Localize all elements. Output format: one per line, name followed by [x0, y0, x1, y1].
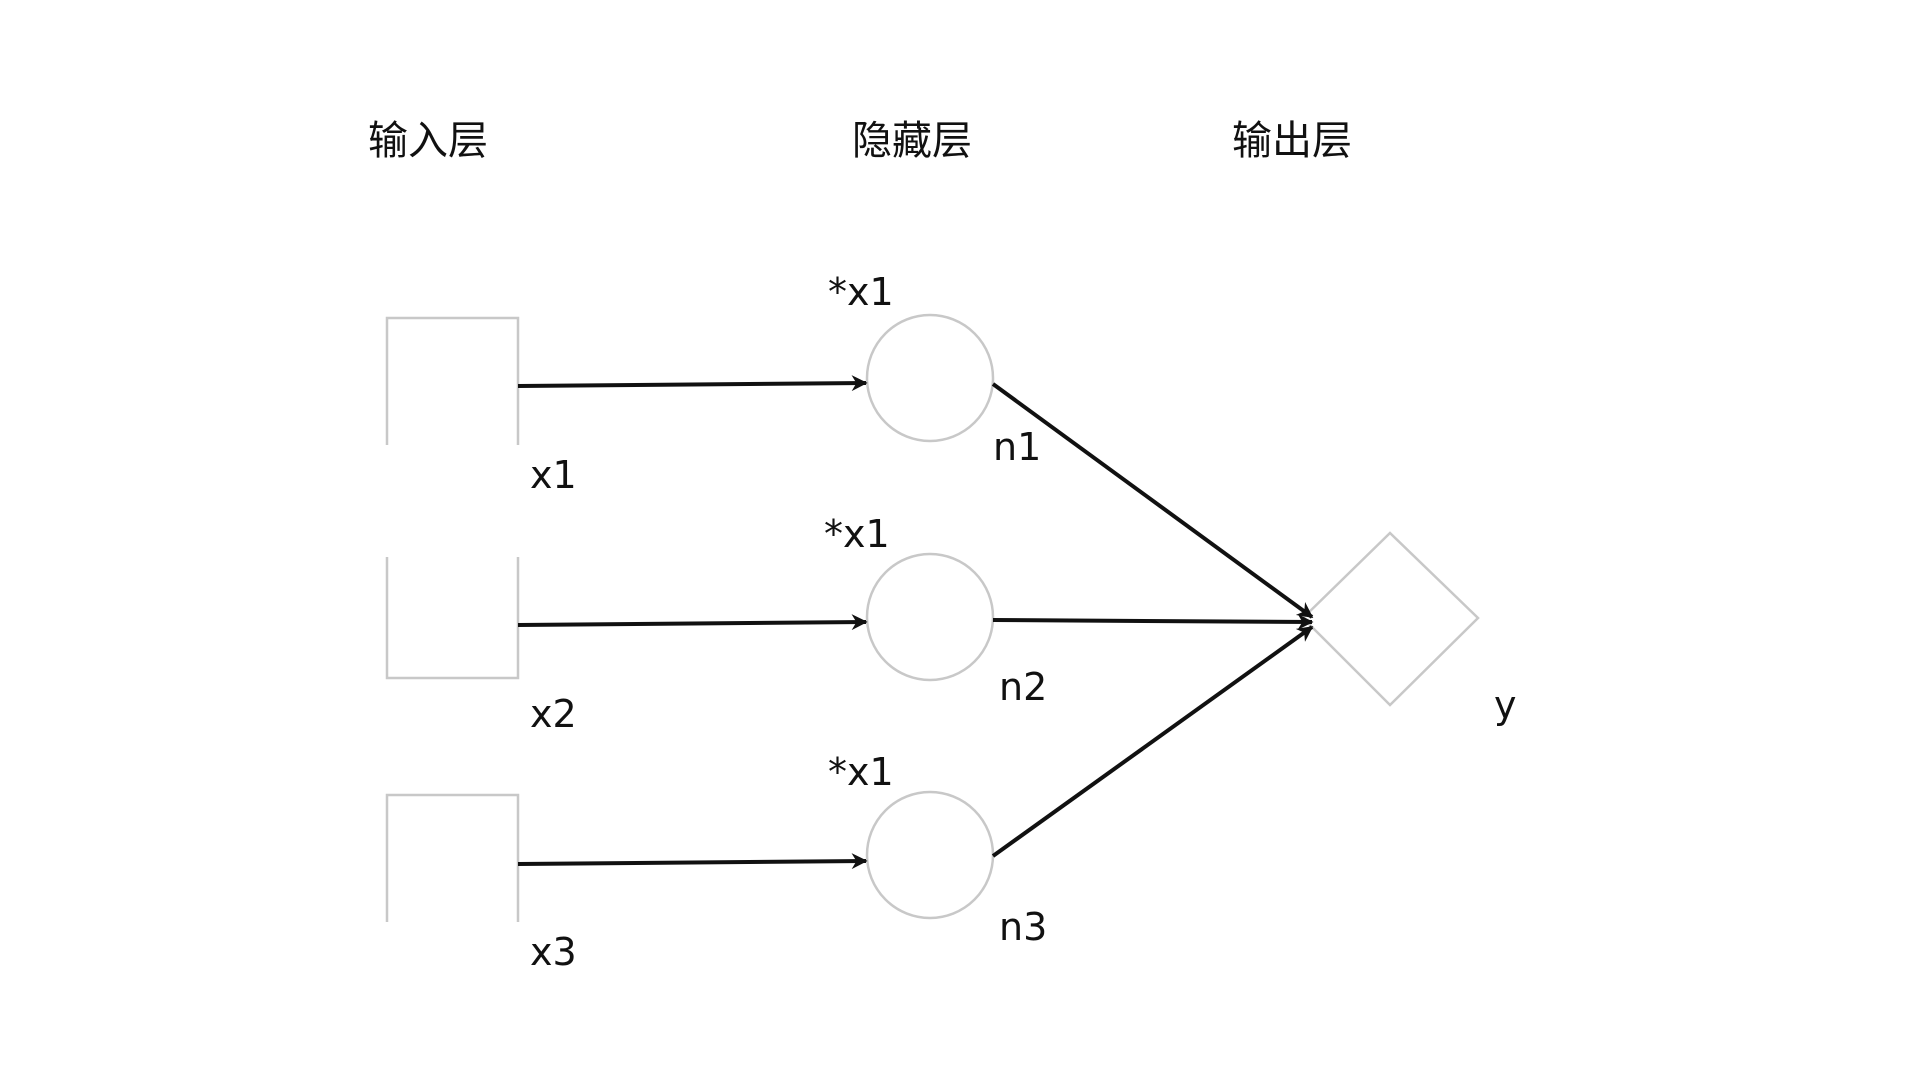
edge-x1-n1 — [517, 375, 868, 392]
hidden-label-n3: n3 — [999, 905, 1047, 949]
hidden-node-n2 — [865, 552, 995, 682]
input-node-x1 — [385, 316, 520, 445]
edge-n1-y — [991, 382, 1314, 619]
input-label-x3: x3 — [530, 930, 577, 974]
edge-x3-n3 — [517, 853, 868, 870]
hidden-label-n1: n1 — [993, 425, 1041, 469]
edge-n2-y — [992, 613, 1314, 630]
edge-x2-n2 — [517, 614, 868, 631]
input-label-x2: x2 — [530, 692, 577, 736]
output-label-y: y — [1494, 683, 1517, 727]
hidden-label-n2: n2 — [999, 665, 1047, 709]
output-node-y — [1301, 531, 1480, 707]
input-node-x3 — [385, 793, 520, 922]
layer-heading-input: 输入层 — [368, 118, 488, 164]
weight-label-n1: *x1 — [828, 270, 894, 314]
hidden-node-n1 — [865, 313, 995, 443]
weight-label-n3: *x1 — [828, 750, 894, 794]
weight-label-n2: *x1 — [824, 512, 890, 556]
edge-n3-y — [991, 625, 1314, 858]
input-label-x1: x1 — [530, 453, 577, 497]
hidden-node-n3 — [865, 790, 995, 920]
layer-heading-output: 输出层 — [1232, 118, 1352, 164]
layer-heading-hidden: 隐藏层 — [852, 118, 972, 164]
input-node-x2 — [385, 557, 520, 680]
